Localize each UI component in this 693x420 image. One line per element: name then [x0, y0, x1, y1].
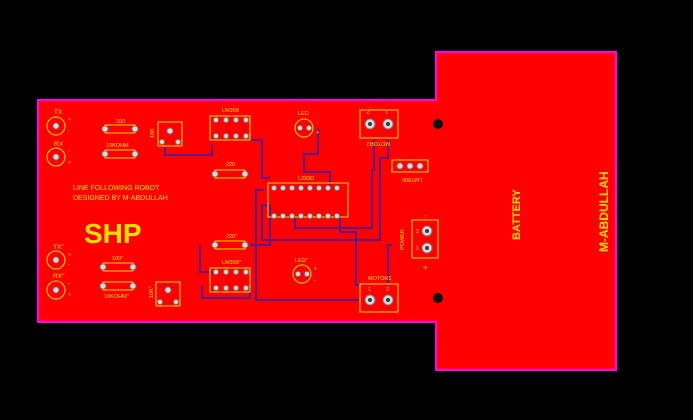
plus-label: +: [68, 160, 71, 166]
led-rx: RX - +: [46, 141, 71, 167]
r220b-label: 220'': [226, 234, 237, 240]
led-rx-bottom: RX'' - +: [46, 273, 71, 300]
battery-label: BATTERY: [511, 189, 523, 240]
led-tx: TX + -: [46, 109, 71, 136]
resistor-220b: 220'': [211, 234, 249, 250]
plus-label: +: [314, 266, 317, 272]
plus-label: +: [316, 130, 319, 136]
pin2-label: 2: [367, 108, 370, 114]
rx-label: RX: [54, 141, 64, 148]
resistor-10kohm: 10KOHM: [101, 143, 139, 159]
lm7805-label: LM7805: [402, 176, 422, 182]
motor1-label: MOTOR1: [368, 276, 391, 282]
minus-label: -: [316, 120, 318, 126]
pin1-label: 1: [385, 108, 388, 114]
ic-lm358: LM358: [209, 108, 251, 141]
minus-label: -: [68, 148, 70, 154]
pot2-label: 10K'': [149, 286, 155, 298]
pot-label: 10K: [150, 128, 156, 138]
l293d-label: L293D: [298, 176, 314, 182]
tx-label: TX: [54, 109, 63, 116]
motor2-label: MOTOR2: [367, 140, 390, 146]
pin2-label: 2: [416, 229, 419, 235]
potentiometer-10k: 10K: [150, 121, 183, 147]
led-tx-bottom: TX'' + -: [46, 244, 71, 270]
connector-motor2: 2 1 MOTOR2: [359, 108, 399, 146]
minus-label: -: [68, 281, 70, 287]
rx2-label: RX'': [53, 273, 65, 280]
minus-label: -: [314, 278, 316, 284]
lm358-label: LM358: [222, 108, 239, 114]
logo-text: SHP: [84, 218, 142, 249]
r100-label: 100: [116, 119, 125, 125]
connector-power: POWER 2 1 - +: [400, 211, 439, 272]
pin1-label: 1: [416, 246, 419, 252]
title-line-2: DESIGNED BY M-ABDULLAH: [73, 195, 168, 202]
copper-traces: [164, 128, 392, 301]
minus-label: -: [68, 128, 70, 134]
ic-lm358-b: LM358'': [209, 260, 251, 293]
resistor-100: 100: [101, 119, 139, 134]
tx2-label: TX'': [53, 244, 64, 251]
pin2-label: 2: [386, 287, 389, 293]
lm358b-label: LM358'': [222, 260, 241, 266]
resistor-10kohm-b: 10KOHM'': [99, 281, 137, 300]
r100b-label: 100'': [112, 256, 123, 262]
led-bottom: LED'' + -: [292, 258, 317, 284]
plus-label: +: [68, 252, 71, 258]
pin1-label: 1: [368, 287, 371, 293]
connector-motor1: MOTOR1 1 2: [359, 276, 399, 313]
resistor-100b: 100'': [99, 256, 137, 272]
mounting-hole: [433, 293, 443, 303]
led-top: LED - +: [294, 111, 319, 138]
plus-label: +: [423, 263, 428, 272]
resistor-220: 220: [211, 162, 249, 179]
plus-label: +: [68, 292, 71, 298]
regulator-lm7805: LM7805: [391, 159, 429, 182]
mounting-hole: [433, 119, 443, 129]
r220-label: 220: [226, 162, 235, 168]
led2-label: LED'': [295, 258, 308, 264]
author-label: M-ABDULLAH: [597, 171, 611, 252]
power-label: POWER: [400, 229, 406, 250]
ic-l293d: L293D: [267, 176, 349, 219]
board-outline: [37, 51, 617, 371]
title-line-1: LINE FOLLOWING ROBOT: [73, 185, 160, 192]
r10kohm-b-label: 10KOHM'': [104, 294, 129, 300]
minus-label: -: [68, 262, 70, 268]
r10kohm-label: 10KOHM: [106, 143, 129, 149]
plus-label: +: [68, 117, 71, 123]
potentiometer-10k-b: 10K'': [149, 281, 181, 307]
minus-label: -: [424, 211, 427, 220]
led-label: LED: [298, 111, 309, 117]
